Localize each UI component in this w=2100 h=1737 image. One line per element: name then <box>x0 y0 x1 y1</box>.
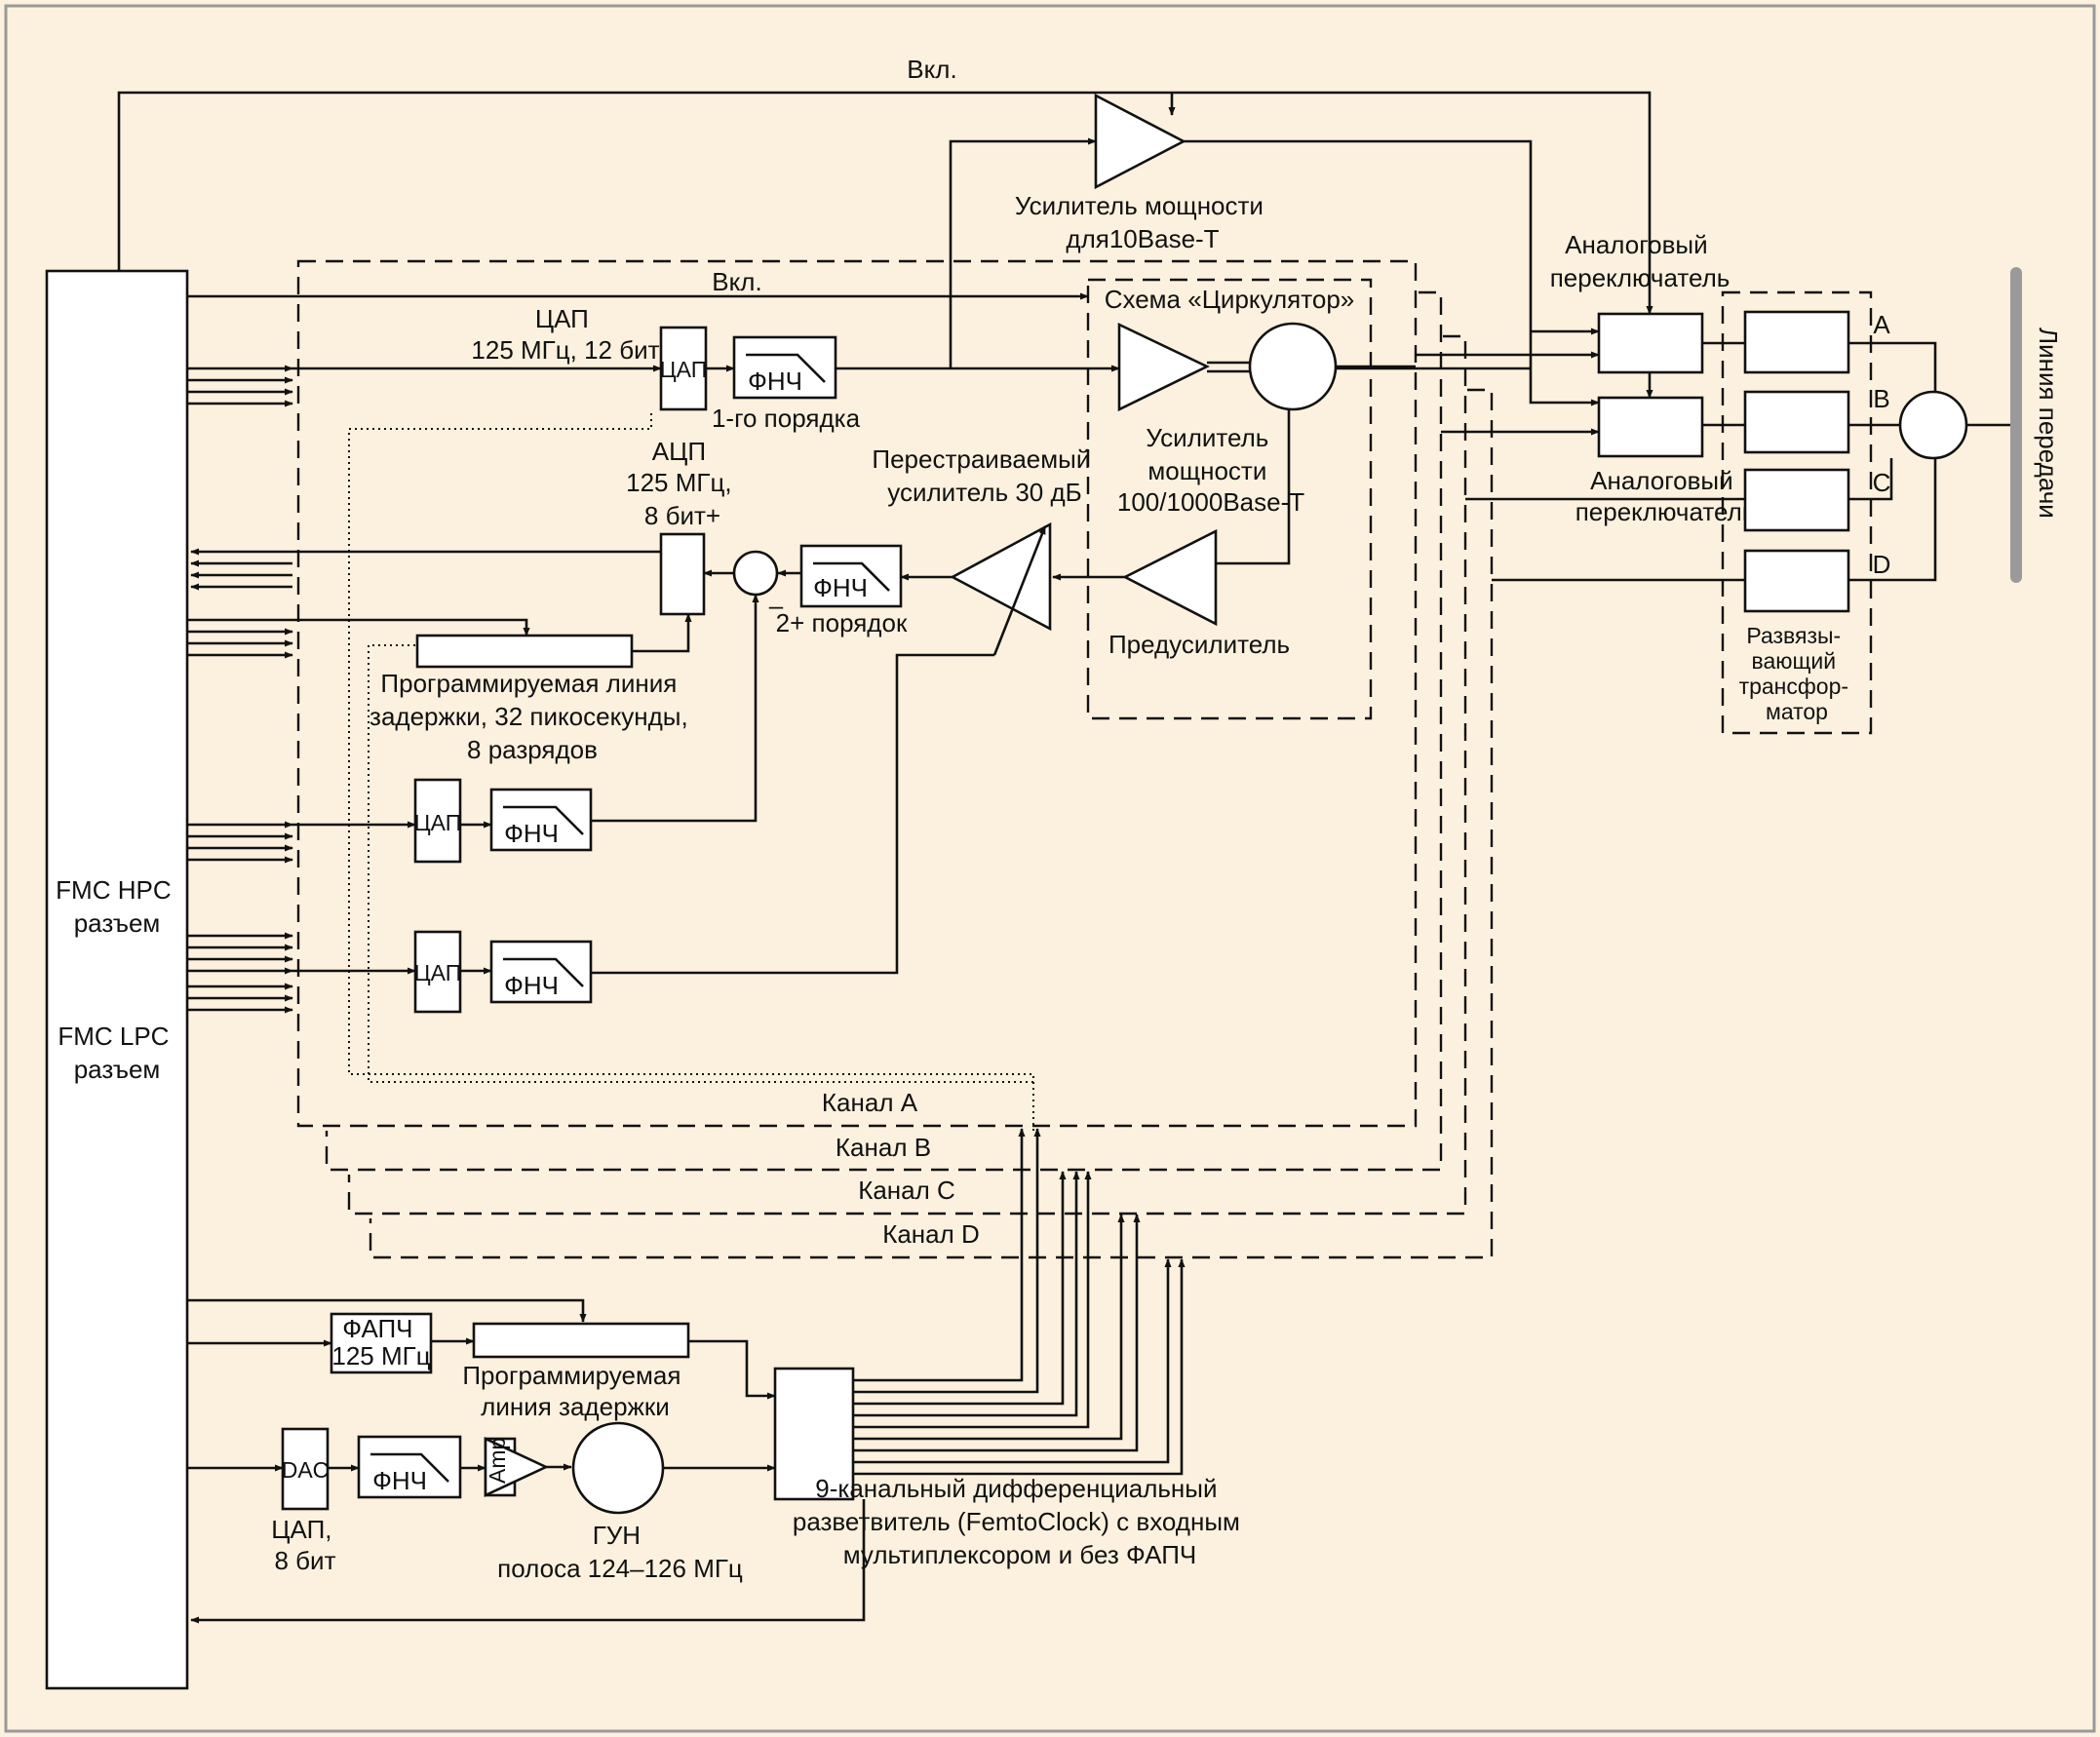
channel-a-label: Канал A <box>822 1088 918 1117</box>
dac-2 <box>413 778 462 864</box>
channel-letter-c: C <box>1873 468 1891 497</box>
lpf-order1-box-label: ФНЧ <box>748 367 802 396</box>
analog-switch-1-label: Аналоговый переключатель <box>1550 230 1731 292</box>
bus-adc-out <box>190 548 661 591</box>
lpf-dac-3 <box>489 940 593 1004</box>
bus-delay <box>187 618 530 659</box>
channel-letter-a: A <box>1873 310 1890 339</box>
power-amp-10-label: Усилитель мощности для10Base-T <box>1015 191 1270 253</box>
prog-delay-label: Программируемая линия задержки, 32 пикос… <box>369 669 695 764</box>
transmission-line-label: Линия передачи <box>2034 328 2063 519</box>
dac-8bit-box-label: DAC <box>282 1457 330 1483</box>
outer-frame <box>4 4 2096 1733</box>
power-amp-10base-t <box>1094 93 1186 190</box>
splitter-label: 9-канальный дифференциальный разветвител… <box>793 1474 1247 1569</box>
power-amp-100-1000 <box>1117 322 1210 412</box>
adc <box>659 532 706 616</box>
channel-d-label: Канал D <box>882 1219 980 1249</box>
lpf-clock-box-label: ФНЧ <box>372 1466 427 1495</box>
channel-letter-d: D <box>1873 550 1891 579</box>
dac-8bit-label: ЦАП, 8 бит <box>271 1515 338 1575</box>
analog-switch-2 <box>1597 396 1704 458</box>
lpf-dac-2 <box>489 788 593 852</box>
line-combiner <box>1898 390 1968 460</box>
tunable-amp-label: Перестраиваемый усилитель 30 дБ <box>872 444 1097 507</box>
pll-125mhz <box>330 1312 433 1374</box>
transformer-d <box>1743 549 1850 613</box>
power-amp-100-label: Усилитель мощности 100/1000Base-T <box>1117 423 1304 517</box>
circulator-label: Схема «Циркулятор» <box>1105 285 1355 314</box>
dac-top-label: ЦАП 125 МГц, 12 бит <box>471 304 659 365</box>
bus-dac-top <box>187 365 662 407</box>
adc-label: АЦП 125 МГц, 8 бит+ <box>626 437 739 530</box>
channel-c-label: Канал C <box>858 1176 955 1205</box>
transformer-label: Развязы- вающий трансфор- матор <box>1739 623 1855 724</box>
bus-dac-2 <box>187 821 416 864</box>
analog-switch-2-label: Аналоговый переключатель <box>1575 466 1756 526</box>
fmc-connector <box>45 269 189 1690</box>
transformer-c <box>1743 468 1850 532</box>
lpf-dac-2-box-label: ФНЧ <box>504 819 559 848</box>
enable-line-top <box>117 91 1653 315</box>
transformer-b <box>1743 390 1850 454</box>
preamplifier <box>1122 528 1218 627</box>
dac-3 <box>413 930 462 1014</box>
prog-delay2-label: Программируемая линия задержки <box>462 1361 687 1421</box>
pll-label: ФАПЧ 125 МГц <box>331 1314 430 1370</box>
lpf-order2-box-label: ФНЧ <box>813 573 868 602</box>
dac-8bit <box>281 1427 330 1511</box>
lpf-order2 <box>799 544 903 608</box>
lpf-order1-label: 1-го порядка <box>712 404 861 433</box>
transformer-a <box>1743 310 1850 374</box>
vco-label: ГУН полоса 124–126 МГц <box>497 1521 743 1583</box>
lpf-dac-3-box-label: ФНЧ <box>504 971 559 1000</box>
prog-delay-line-clock <box>472 1322 690 1359</box>
clock-splitter <box>773 1367 855 1501</box>
fmc-lpc-label: FMC LPC разъем <box>58 1022 175 1084</box>
summing-minus: – <box>769 591 784 620</box>
bus-dac-3 <box>187 932 416 1014</box>
vco <box>571 1421 665 1515</box>
lpf-order1 <box>732 335 837 400</box>
lpf-clock <box>357 1435 462 1499</box>
channel-b-label: Канал B <box>836 1133 931 1162</box>
channel-frames <box>296 259 1873 1259</box>
circulator-core <box>1248 322 1338 411</box>
analog-switch-1 <box>1597 312 1704 374</box>
amp-box-label: Amp <box>485 1438 510 1484</box>
fmc-hpc-label: FMC HPC разъем <box>56 875 178 938</box>
summing-node <box>732 550 779 597</box>
vkl-mid-label: Вкл. <box>712 267 761 296</box>
vkl-top-label: Вкл. <box>907 55 956 84</box>
lpf-order2-label: 2+ порядок <box>776 608 908 637</box>
prog-delay-line-32ps <box>415 634 634 669</box>
tunable-amplifier <box>950 521 1052 632</box>
dac-3-box-label: ЦАП <box>414 960 462 985</box>
dac-2-box-label: ЦАП <box>414 810 462 835</box>
channel-letter-b: B <box>1873 384 1889 413</box>
preamplifier-label: Предусилитель <box>1108 630 1290 659</box>
dac-top-box-label: ЦАП <box>660 357 708 382</box>
splitter-outputs <box>853 1128 1186 1476</box>
